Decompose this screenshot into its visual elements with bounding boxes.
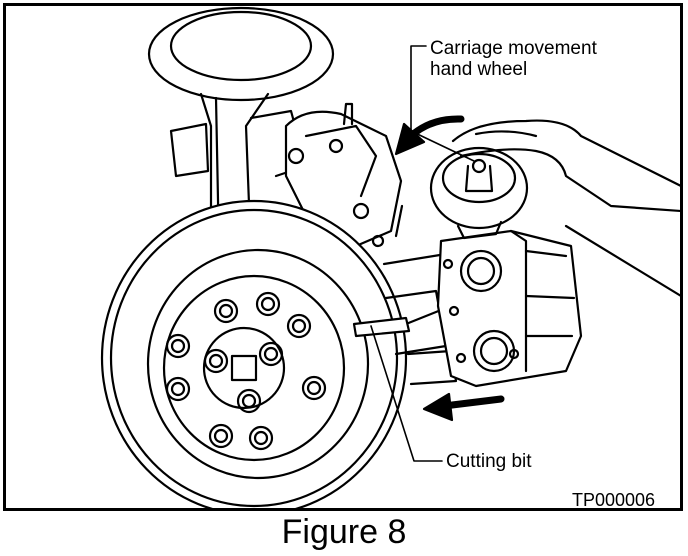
leader-line-cutting-bit (370, 325, 443, 462)
carriage-housing (436, 229, 583, 388)
leader-line-hand-wheel (410, 45, 475, 162)
label-hand-wheel-line1: Carriage movement (430, 38, 597, 59)
feed-arrow-head (422, 392, 454, 422)
figure-code: TP000006 (572, 490, 656, 510)
hand-wheel (429, 146, 529, 240)
brake-rotor (100, 199, 408, 508)
hand (451, 119, 680, 297)
wheel-hub (165, 291, 327, 451)
feed-arrow (440, 395, 505, 410)
label-cutting-bit: Cutting bit (446, 451, 532, 472)
rotation-arrow (407, 115, 465, 140)
label-hand-wheel-line2: hand wheel (430, 59, 528, 80)
lug-nuts (165, 291, 327, 451)
lathe-illustration (100, 6, 680, 508)
figure-frame: Carriage movement hand wheel Cutting bit… (3, 3, 683, 511)
strut-assembly (147, 6, 335, 258)
figure-caption: Figure 8 (281, 513, 407, 551)
